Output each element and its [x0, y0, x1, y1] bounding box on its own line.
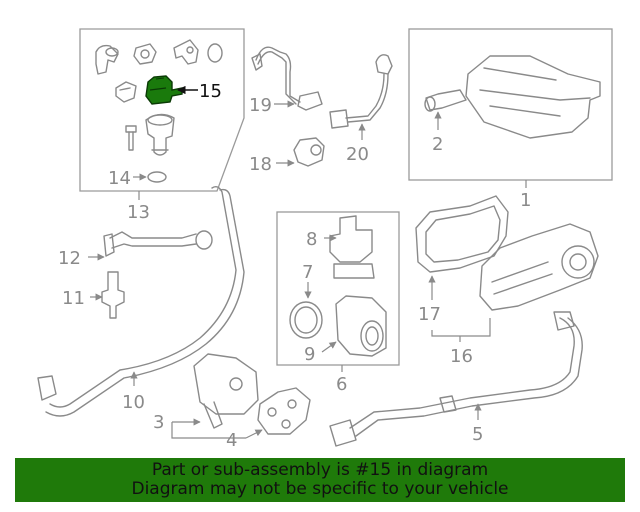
callout-7: 7: [302, 262, 313, 283]
group-box-6: [276, 211, 400, 366]
callout-1: 1: [520, 190, 531, 211]
part-7-gasket: [289, 301, 323, 339]
part-19-sensor: [251, 46, 323, 111]
part-15-highlighted: [145, 75, 183, 105]
part-4-gasket: [257, 387, 311, 435]
group-box-1: [408, 28, 613, 181]
part-11-plug: [101, 271, 125, 319]
part-10-hose: [37, 185, 245, 417]
callout-15: 15: [199, 81, 222, 102]
part-8-valve: [329, 215, 375, 279]
part-12-hose: [103, 230, 213, 257]
callout-8: 8: [306, 229, 317, 250]
callout-10: 10: [122, 392, 145, 413]
callout-6: 6: [336, 374, 347, 395]
part-3-pump: [193, 353, 259, 429]
callout-16: 16: [450, 346, 473, 367]
parts-diagram: 15 14 13 19 18 20: [37, 28, 613, 451]
callout-14: 14: [108, 168, 131, 189]
group-box-13: [79, 28, 245, 192]
disclaimer-line-2: Diagram may not be specific to your vehi…: [131, 479, 509, 499]
callout-17: 17: [418, 304, 441, 325]
callout-5: 5: [472, 424, 483, 445]
callout-11: 11: [62, 288, 85, 309]
part-9-housing: [335, 295, 387, 357]
callout-9: 9: [304, 344, 315, 365]
part-18-sensor: [293, 137, 325, 167]
cap-part: [115, 81, 137, 103]
part-14-washer: [147, 171, 167, 183]
sensor-connector-part: [133, 43, 157, 65]
callout-20: 20: [346, 144, 369, 165]
disclaimer-line-1: Part or sub-assembly is #15 in diagram: [151, 460, 489, 480]
part-17-gasket: [415, 195, 509, 273]
callout-4: 4: [226, 430, 237, 451]
callout-12: 12: [58, 248, 81, 269]
callout-18: 18: [249, 154, 272, 175]
part-16-cooler: [479, 223, 599, 311]
part-2-valve: [424, 89, 467, 112]
callout-2: 2: [432, 134, 443, 155]
callout-3: 3: [153, 412, 164, 433]
o-ring-part: [207, 43, 223, 63]
bolt-part: [125, 125, 137, 151]
hose-fitting-part: [95, 44, 119, 75]
disclaimer-banner: Part or sub-assembly is #15 in diagram D…: [15, 458, 625, 502]
oil-tray-part: [465, 55, 601, 139]
sensor-body-part: [145, 113, 175, 156]
part-5-hose: [329, 311, 583, 447]
part-20-sensor: [329, 54, 393, 129]
bracket-part: [173, 39, 199, 65]
callout-13: 13: [127, 202, 150, 223]
callout-19: 19: [249, 95, 272, 116]
